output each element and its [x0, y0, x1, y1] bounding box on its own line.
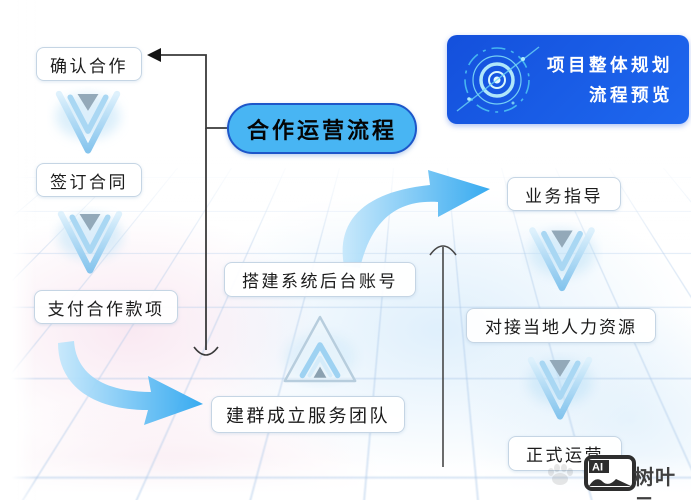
step-pay-funds: 支付合作款项 [34, 290, 178, 324]
left-arrowhead-icon [147, 48, 161, 62]
tech-circle-icon [456, 46, 540, 113]
step-business-guidance: 业务指导 [507, 177, 621, 211]
title-to-confirm-connector [147, 48, 228, 356]
triangle-up-icon [285, 317, 355, 381]
curved-swoosh-arrow-icon [342, 170, 490, 268]
chevron-down-icon [56, 94, 120, 150]
down-curved-arrowhead-icon [193, 346, 219, 356]
ai-logo-text: AI [592, 462, 603, 474]
step-build-backend-account: 搭建系统后台账号 [224, 262, 416, 297]
chevron-down-icon [529, 230, 595, 287]
curved-swoosh-arrow-icon [58, 341, 203, 425]
vertical-up-arrow [429, 245, 457, 467]
diagram-title: 合作运营流程 [227, 103, 417, 154]
paw-watermark-icon [548, 464, 573, 485]
info-panel-line1: 项目整体规划 [547, 55, 673, 75]
step-create-service-team: 建群成立服务团队 [211, 396, 405, 433]
step-local-hr: 对接当地人力资源 [466, 308, 656, 343]
up-curved-arrowhead-icon [429, 245, 457, 256]
chevron-down-icon [58, 214, 122, 270]
info-panel-line2: 流程预览 [589, 85, 673, 105]
info-panel: 项目整体规划 流程预览 [447, 35, 689, 124]
chevron-down-icon [528, 360, 592, 416]
step-confirm-cooperation: 确认合作 [36, 47, 142, 81]
step-sign-contract: 签订合同 [36, 163, 142, 197]
watermark-brand: 树叶云 [634, 467, 676, 500]
ai-image-icon: AI [584, 455, 636, 491]
